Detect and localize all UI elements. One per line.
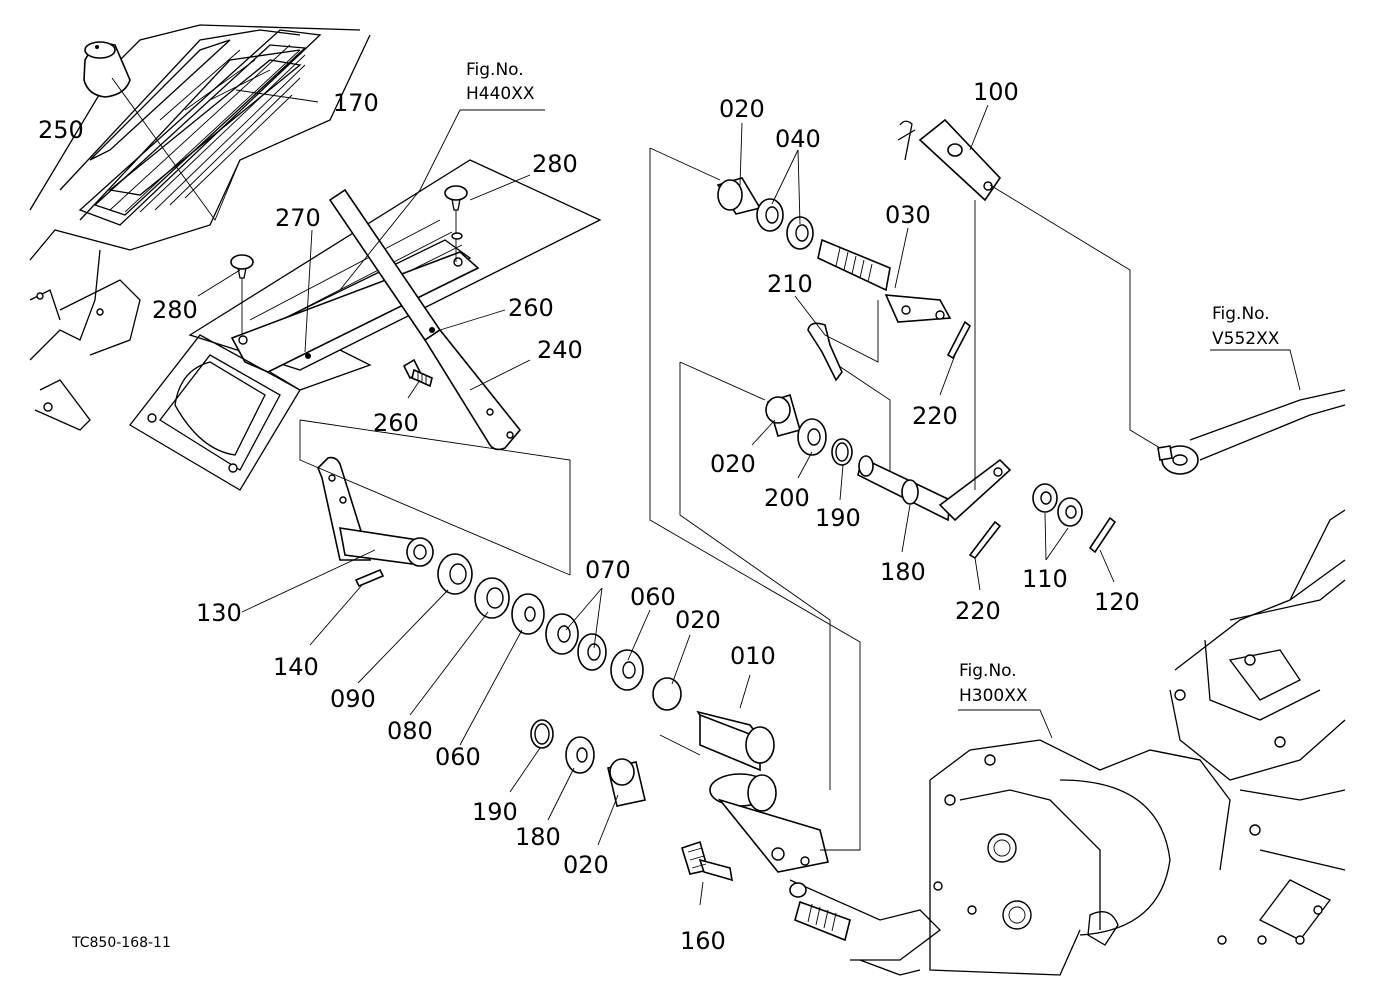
callout-060-upper: 060 — [630, 583, 676, 611]
callout-220-top: 220 — [912, 402, 958, 430]
leader-lines — [111, 77, 1301, 906]
callout-010: 010 — [730, 642, 776, 670]
floor-step-panel — [29, 24, 371, 431]
callout-090: 090 — [330, 685, 376, 713]
bolt-250 — [402, 358, 433, 388]
group-frames — [299, 147, 891, 851]
plate-270 — [188, 159, 602, 373]
washers-040 — [756, 198, 814, 250]
callout-170: 180 — [880, 558, 926, 586]
rubber-cap-240 — [83, 41, 131, 98]
callout-160: 170 — [333, 89, 379, 117]
callout-190-right: 190 — [815, 504, 861, 532]
circlip-190-left — [530, 719, 554, 749]
spring-pin-210 — [807, 322, 843, 382]
bushing-020-lower — [607, 758, 646, 807]
callout-130: 130 — [196, 599, 242, 627]
knob-280-right — [444, 185, 468, 262]
floor-frame — [129, 334, 372, 491]
callout-060-lower: 060 — [435, 743, 481, 771]
callout-020-a: 020 — [675, 606, 721, 634]
callout-280-top: 280 — [532, 150, 578, 178]
callout-020-b: 020 — [563, 851, 609, 879]
callout-240: 250 — [38, 116, 84, 144]
fig-ref-label: Fig.No. — [1212, 304, 1270, 324]
fig-ref-code: H300XX — [959, 686, 1028, 706]
callout-labels: 250 170 280 270 280 260 240 260 130 140 … — [38, 78, 1140, 955]
callout-220-bottom: 220 — [955, 597, 1001, 625]
knob-280-left — [230, 254, 254, 335]
callout-280-left: 280 — [152, 296, 198, 324]
bushing-020-mid — [765, 393, 801, 437]
fig-ref-label: Fig.No. — [959, 661, 1017, 681]
fig-ref-code: V552XX — [1212, 329, 1280, 349]
fig-ref-h440: Fig.No. H440XX — [466, 60, 535, 104]
pedal-rod-bottom — [789, 879, 941, 976]
fig-ref-code: H440XX — [466, 84, 535, 104]
boss-010 — [696, 710, 829, 873]
washers-110 — [1032, 483, 1083, 527]
pin-140 — [354, 568, 385, 588]
circlip-190-right — [831, 438, 853, 466]
callout-180: 180 — [515, 823, 561, 851]
washer-200 — [797, 418, 827, 456]
callout-020-d: 020 — [710, 450, 756, 478]
shaft-170 — [857, 455, 1012, 522]
pedal-arm-130 — [317, 456, 434, 567]
drawing-code: TC850-168-11 — [71, 935, 171, 951]
step-mat-160 — [78, 29, 322, 226]
bushing-020-top — [716, 177, 762, 215]
callout-260: 260 — [508, 294, 554, 322]
washer-stack-left — [437, 553, 682, 711]
bolt-150 — [681, 840, 733, 882]
axle-case-h300 — [929, 739, 1201, 976]
callout-150: 160 — [680, 927, 726, 955]
callout-270: 270 — [275, 204, 321, 232]
callout-250: 260 — [373, 409, 419, 437]
callout-140: 140 — [273, 653, 319, 681]
cotter-pin-220-bottom — [968, 520, 1002, 560]
callout-120: 120 — [1094, 588, 1140, 616]
callout-190-left: 190 — [472, 798, 518, 826]
transmission-housing — [1149, 509, 1346, 945]
callout-070: 070 — [585, 556, 631, 584]
callout-040: 040 — [775, 125, 821, 153]
callout-080: 080 — [387, 717, 433, 745]
cotter-pin-120 — [1088, 516, 1117, 554]
callout-210: 210 — [767, 270, 813, 298]
fig-ref-h300: Fig.No. H300XX — [959, 661, 1028, 706]
fig-ref-v552: Fig.No. V552XX — [1212, 304, 1280, 349]
callout-110: 110 — [1022, 565, 1068, 593]
callout-030: 030 — [885, 201, 931, 229]
cotter-pin-220-top — [946, 320, 972, 360]
fig-ref-label: Fig.No. — [466, 60, 524, 80]
callout-230: 240 — [537, 336, 583, 364]
callout-020-c: 020 — [719, 95, 765, 123]
callout-200: 200 — [764, 484, 810, 512]
shaft-030 — [817, 238, 952, 323]
rod-v552 — [1157, 389, 1346, 475]
washer-180 — [565, 736, 595, 774]
bracket-100 — [897, 118, 1002, 202]
callout-100: 100 — [973, 78, 1019, 106]
